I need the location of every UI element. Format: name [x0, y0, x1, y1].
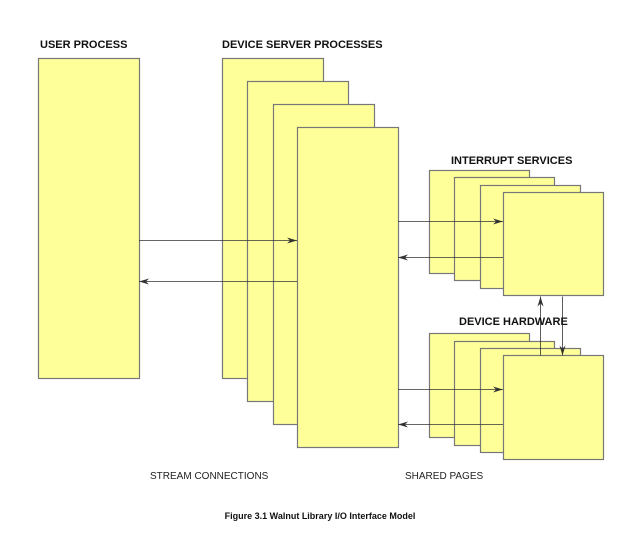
stream-connections-label: STREAM CONNECTIONS: [150, 471, 269, 482]
shared-pages-label: SHARED PAGES: [405, 471, 484, 482]
device-hardware-box-4: [502, 354, 605, 461]
interrupt-services-label: INTERRUPT SERVICES: [451, 155, 573, 167]
user-process-box: [37, 57, 141, 380]
device-server-process-box-4: [296, 126, 400, 449]
device-server-processes-label: DEVICE SERVER PROCESSES: [222, 39, 383, 51]
device-hardware-label: DEVICE HARDWARE: [459, 316, 568, 328]
user-process-label: USER PROCESS: [40, 39, 128, 51]
interrupt-service-box-4: [502, 191, 605, 297]
figure-caption: Figure 3.1 Walnut Library I/O Interface …: [224, 511, 416, 521]
